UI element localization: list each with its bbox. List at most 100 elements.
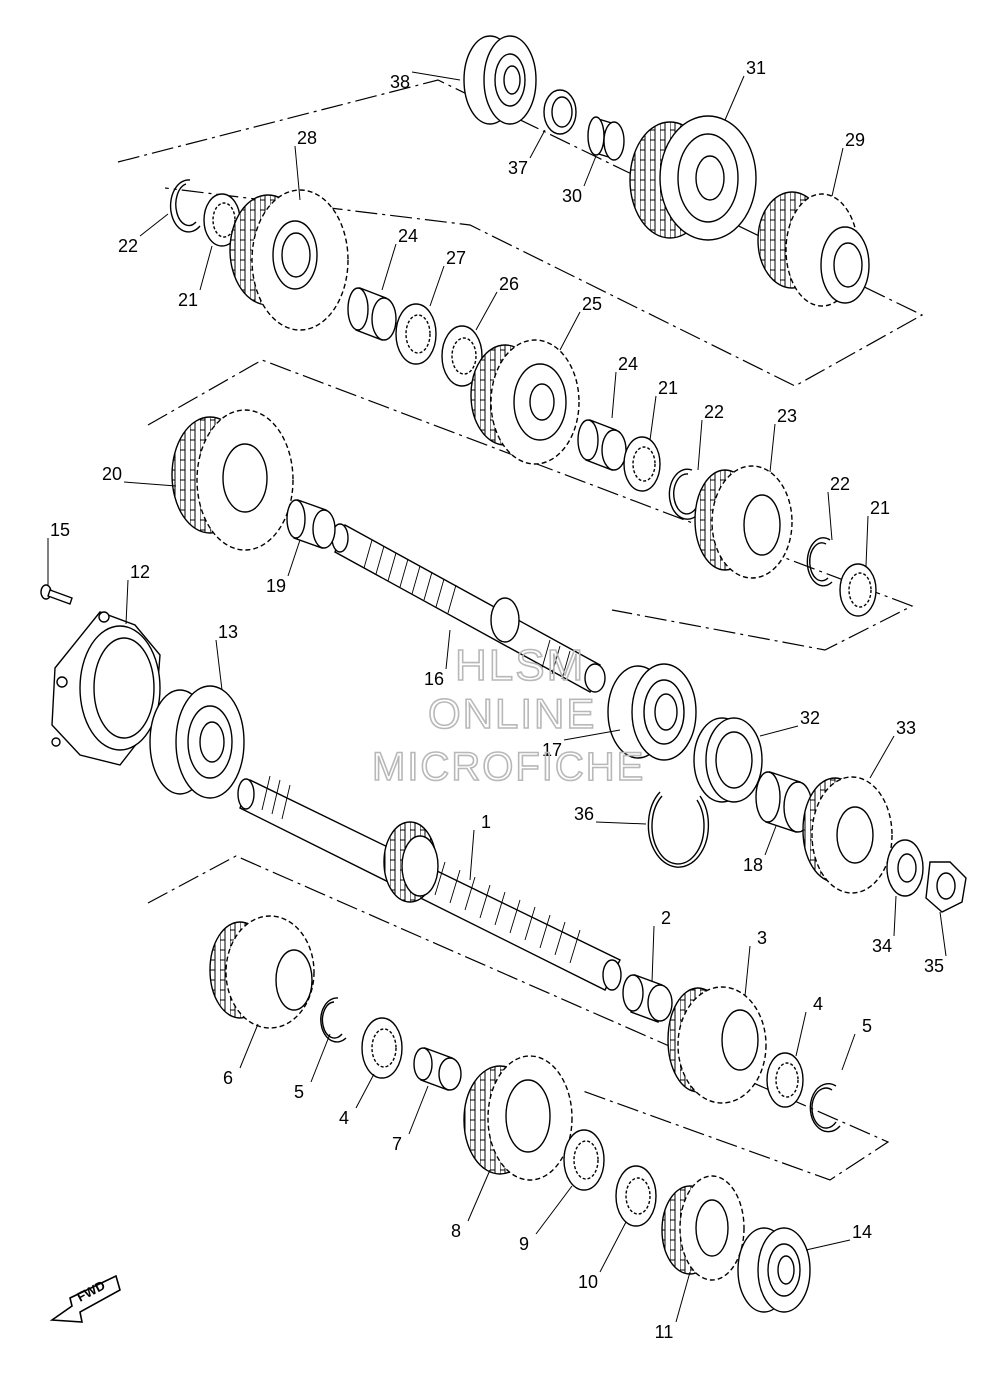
leader-line-25: [559, 311, 581, 351]
gear-29: [757, 191, 870, 307]
callout-10: 10: [578, 1272, 598, 1292]
bearing-13: [149, 685, 245, 799]
washer-21-middle: [623, 436, 661, 492]
lower-group-outline: [147, 855, 890, 1181]
callout-7: 7: [392, 1134, 402, 1154]
drive-axle: [331, 523, 606, 694]
leader-line-28: [294, 145, 301, 201]
gear-23: [694, 465, 793, 579]
leader-line-38: [411, 71, 461, 81]
watermark-line3: MICROFICHE: [372, 745, 645, 789]
leader-line-7: [408, 1085, 429, 1135]
leader-line-13: [215, 639, 223, 691]
main-axle: [237, 775, 622, 991]
callout-34: 34: [872, 936, 892, 956]
callout-4: 4: [813, 994, 823, 1014]
gear-20: [171, 409, 294, 551]
leader-line-9: [535, 1185, 573, 1235]
washer-27: [395, 303, 437, 365]
bushing-2: [622, 974, 673, 1023]
leader-line-8: [467, 1169, 491, 1222]
washer-21-upper: [203, 193, 241, 247]
bearing-17: [607, 663, 697, 761]
callout-5: 5: [294, 1082, 304, 1102]
callout-29: 29: [845, 130, 865, 150]
washer-10: [615, 1165, 657, 1227]
callout-8: 8: [451, 1221, 461, 1241]
leader-line-4: [795, 1011, 807, 1057]
leader-line-36: [595, 821, 647, 825]
callout-22: 22: [118, 236, 138, 256]
leader-line-21: [649, 395, 657, 441]
gear-28: [229, 189, 349, 331]
callout-24: 24: [618, 354, 638, 374]
callout-21: 21: [658, 378, 678, 398]
leader-line-27: [429, 265, 445, 307]
callout-1: 1: [481, 812, 491, 832]
callout-27: 27: [446, 248, 466, 268]
watermark-line1: HLSM: [455, 641, 585, 690]
callout-31: 31: [746, 58, 766, 78]
leader-line-21: [199, 245, 213, 291]
bushing-19: [286, 499, 336, 549]
leader-line-5: [310, 1033, 331, 1083]
circlip-5-right: [809, 1083, 841, 1133]
leader-line-22: [139, 213, 169, 237]
callout-6: 6: [223, 1068, 233, 1088]
callout-17: 17: [542, 740, 562, 760]
leader-line-26: [475, 291, 498, 331]
callout-25: 25: [582, 294, 602, 314]
leader-line-4: [355, 1073, 375, 1109]
callout-19: 19: [266, 576, 286, 596]
leader-lines: [47, 71, 947, 1323]
upper-group-outline: [117, 79, 924, 387]
leader-line-18: [764, 825, 777, 856]
leader-line-2: [651, 925, 655, 983]
leader-line-1: [469, 829, 475, 881]
callout-21: 21: [870, 498, 890, 518]
leader-line-21: [865, 515, 869, 567]
washer-4-left: [361, 1017, 403, 1079]
callout-layer: 1234455678910111213141516171819202121212…: [50, 58, 944, 1342]
callout-16: 16: [424, 669, 444, 689]
leader-line-31: [724, 75, 745, 121]
leader-line-24: [381, 243, 397, 291]
callout-37: 37: [508, 158, 528, 178]
callout-18: 18: [743, 855, 763, 875]
leader-line-12: [125, 579, 129, 625]
washer-4-right: [766, 1052, 804, 1108]
leader-line-22: [827, 491, 833, 541]
washer-9: [563, 1129, 605, 1191]
callout-5: 5: [862, 1016, 872, 1036]
screw-15: [40, 584, 73, 605]
leader-line-24: [611, 371, 617, 419]
callout-3: 3: [757, 928, 767, 948]
collar-30: [587, 116, 625, 161]
callout-9: 9: [519, 1234, 529, 1254]
bearing-14: [737, 1227, 811, 1313]
callout-38: 38: [390, 72, 410, 92]
callout-12: 12: [130, 562, 150, 582]
watermark: HLSM ONLINE MICROFICHE: [371, 640, 645, 790]
gear-8: [463, 1055, 573, 1181]
bearing-housing-12: [51, 611, 161, 766]
callout-22: 22: [830, 474, 850, 494]
leader-line-10: [599, 1221, 627, 1273]
leader-line-35: [939, 911, 947, 957]
circlip-22-right: [806, 537, 833, 587]
callout-35: 35: [924, 956, 944, 976]
leader-line-5: [841, 1033, 856, 1071]
leader-line-34: [893, 895, 897, 937]
callout-20: 20: [102, 464, 122, 484]
leader-line-14: [805, 1239, 851, 1251]
circlip-22-upper: [169, 179, 201, 233]
needle-bearing-24-lower: [577, 419, 627, 471]
callout-36: 36: [574, 804, 594, 824]
callout-33: 33: [896, 718, 916, 738]
bearing-38: [463, 35, 537, 125]
gear-11: [661, 1175, 745, 1281]
callout-14: 14: [852, 1222, 872, 1242]
leader-line-23: [769, 423, 776, 473]
leader-line-17: [563, 729, 621, 741]
